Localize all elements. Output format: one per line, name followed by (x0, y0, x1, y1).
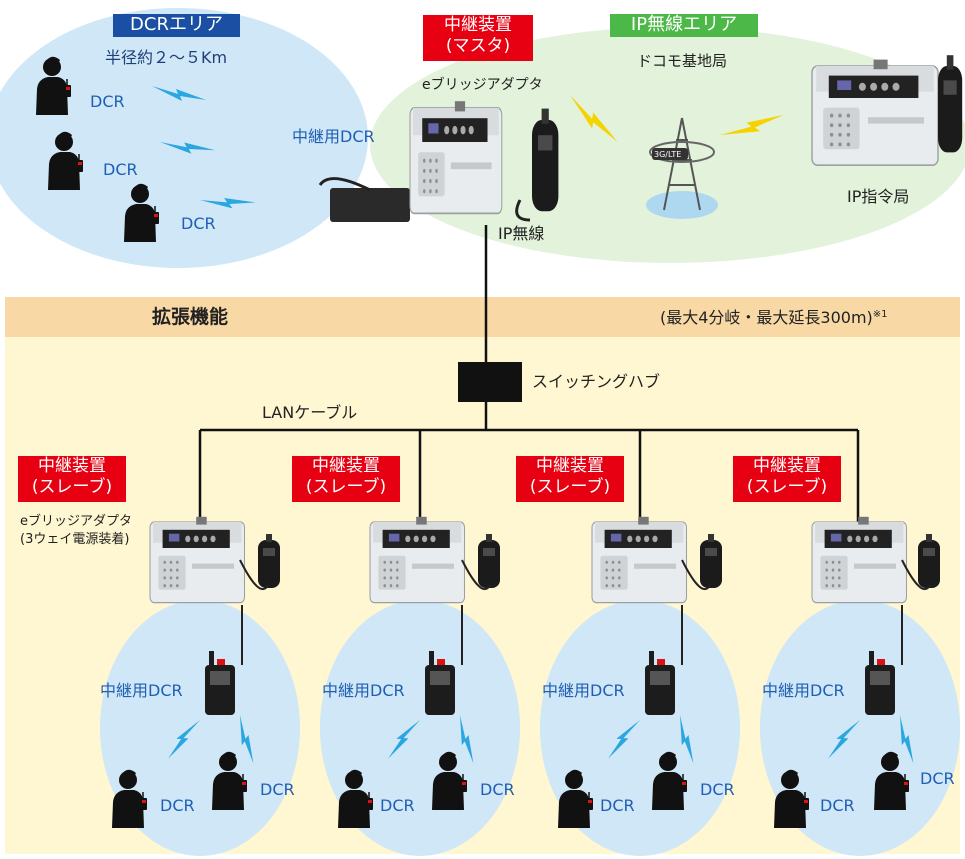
dcr-area-title: DCRエリア (113, 14, 240, 37)
extension-header (5, 297, 960, 337)
switching-hub-icon (458, 362, 522, 402)
slave-title: 中継装置 (スレーブ) (18, 456, 126, 502)
dcr-label: DCR (103, 160, 138, 179)
master-adapter-label: eブリッジアダプタ (422, 77, 543, 93)
slave-title-line1: 中継装置 (38, 456, 106, 476)
switching-hub-label: スイッチングハブ (532, 372, 661, 391)
extension-note-mark: ※1 (872, 309, 888, 320)
slave-title: 中継装置 (スレーブ) (733, 456, 841, 502)
slave-relay-dcr-label: 中継用DCR (100, 681, 183, 700)
antenna-text: 3G/LTE (654, 150, 681, 159)
relay-device-icon (409, 100, 503, 215)
dcr-label: DCR (260, 780, 295, 799)
dcr-label: DCR (380, 796, 415, 815)
dcr-label: DCR (920, 769, 955, 788)
lan-cable-lines (198, 225, 860, 522)
relay-dcr-icon (330, 188, 410, 222)
slave-relay-dcr-label: 中継用DCR (322, 681, 405, 700)
slave-title: 中継装置 (スレーブ) (516, 456, 624, 502)
slave-area-ellipse (320, 600, 520, 856)
extension-title: 拡張機能 (152, 306, 229, 328)
slave-title: 中継装置 (スレーブ) (292, 456, 400, 502)
slave-area-ellipse (540, 600, 740, 856)
master-relay-dcr-label: 中継用DCR (292, 127, 375, 146)
handset-icon (478, 534, 500, 588)
lan-cable-label: LANケーブル (262, 403, 358, 422)
extension-note-text: (最大4分岐・最大延長300m) (660, 308, 873, 327)
slave-relay-dcr-label: 中継用DCR (542, 681, 625, 700)
master-cable (318, 177, 371, 192)
handset-icon (938, 55, 963, 153)
dispatch-label: IP指令局 (847, 187, 910, 206)
relay-device-icon (149, 516, 246, 604)
master-title: 中継装置 (マスタ) (423, 15, 533, 61)
slave-area-ellipse (760, 600, 960, 856)
ip-radio-label: IP無線 (498, 224, 545, 243)
dcr-label: DCR (700, 780, 735, 799)
handset-icon (700, 534, 722, 588)
slave-cords (239, 559, 931, 665)
dcr-label: DCR (90, 92, 125, 111)
slave-title-line2: (スレーブ) (305, 477, 387, 497)
slave-title-line1: 中継装置 (312, 456, 380, 476)
relay-device-icon (811, 58, 939, 166)
slave-area-ellipse (100, 600, 300, 856)
slave-title-line1: 中継装置 (753, 456, 821, 476)
dcr-label: DCR (600, 796, 635, 815)
handset-icon (918, 534, 940, 588)
ip-area-title: IP無線エリア (610, 14, 758, 37)
extension-note: (最大4分岐・最大延長300m)※1 (660, 309, 888, 327)
slave-adapter-power-label: (3ウェイ電源装着) (20, 532, 130, 547)
master-title-line2: (マスタ) (445, 36, 511, 56)
master-title-line1: 中継装置 (444, 15, 512, 35)
dcr-label: DCR (160, 796, 195, 815)
handset-icon (258, 534, 280, 588)
dcr-label: DCR (820, 796, 855, 815)
dcr-area-radius: 半径約２～５Km (105, 48, 228, 67)
handset-icon (532, 108, 559, 212)
base-station-label: ドコモ基地局 (637, 52, 728, 70)
dcr-label: DCR (181, 214, 216, 233)
relay-device-icon (811, 516, 908, 604)
relay-device-icon (369, 516, 466, 604)
slave-title-line2: (スレーブ) (746, 477, 828, 497)
slave-title-line2: (スレーブ) (31, 477, 113, 497)
dcr-area-ellipse (0, 8, 368, 268)
dcr-label: DCR (480, 780, 515, 799)
slave-relay-dcr-label: 中継用DCR (762, 681, 845, 700)
handset-cord (515, 199, 531, 222)
slave-title-line1: 中継装置 (536, 456, 604, 476)
radio-tower-icon (646, 117, 718, 219)
relay-device-icon (591, 516, 688, 604)
slave-adapter-label: eブリッジアダプタ (20, 514, 132, 529)
slave-title-line2: (スレーブ) (529, 477, 611, 497)
